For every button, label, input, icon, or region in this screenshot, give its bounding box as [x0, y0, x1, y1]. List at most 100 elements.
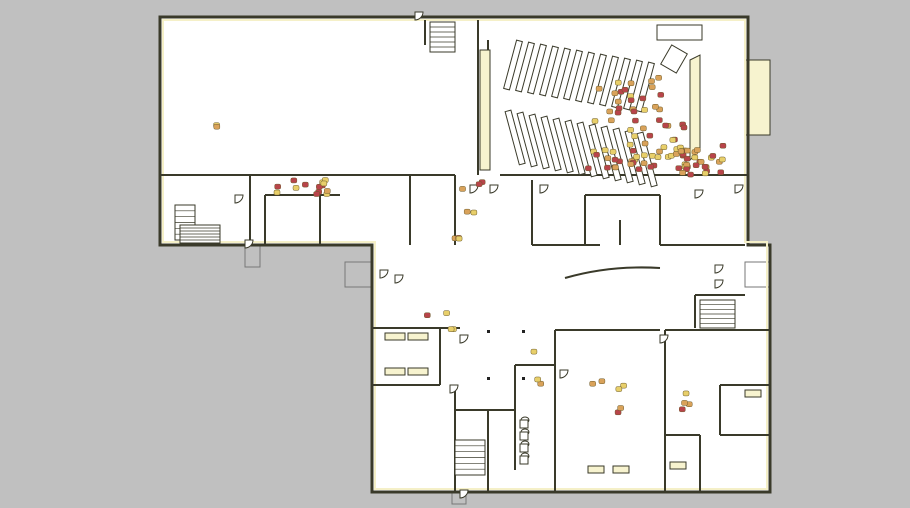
agent-icon: [683, 155, 691, 162]
agent-icon: [611, 156, 619, 163]
pew-icon: [515, 41, 535, 93]
desk-icon: [612, 465, 630, 474]
door-icon: [559, 369, 569, 379]
door-icon: [459, 334, 469, 344]
pew-icon: [504, 109, 526, 166]
pew-icon: [576, 121, 598, 178]
pew-icon: [563, 49, 583, 101]
agent-icon: [627, 97, 635, 103]
agent-icon: [717, 169, 725, 176]
agent-icon: [684, 147, 691, 154]
reception-counter: [564, 266, 661, 279]
agent-icon: [647, 164, 655, 170]
agent-icon: [632, 117, 639, 124]
furniture: [174, 21, 762, 476]
agent-icon: [593, 152, 600, 158]
agent-icon: [680, 124, 688, 131]
agent-icon: [530, 348, 538, 355]
piano-icon: [660, 44, 688, 74]
agent-icon: [639, 95, 647, 102]
desk-icon: [587, 465, 605, 474]
agent-icon: [475, 181, 483, 187]
agent-icon: [655, 74, 662, 81]
partition: [479, 49, 491, 171]
pillar: [522, 377, 525, 380]
agent-icon: [274, 183, 281, 190]
agent-icon: [630, 108, 638, 115]
agent-icon: [692, 162, 700, 168]
desk-icon: [384, 367, 406, 376]
agent-icon: [633, 154, 640, 160]
agent-icon: [694, 147, 701, 153]
agent-icon: [677, 148, 685, 155]
agent-icon: [702, 170, 709, 177]
door-icon: [489, 184, 499, 194]
agent-icon: [447, 326, 455, 332]
toilet-icon: [519, 455, 529, 465]
agent-icon: [627, 161, 635, 167]
agent-icon: [606, 108, 613, 115]
agent-icon: [654, 154, 662, 160]
agent-icon: [629, 148, 637, 154]
door-icon: [459, 489, 469, 499]
door-icon: [414, 11, 424, 21]
pew-icon: [552, 117, 574, 174]
desk-icon: [407, 332, 429, 341]
desk-icon: [669, 461, 687, 470]
agent-icon: [273, 189, 281, 196]
pew-icon: [527, 43, 547, 95]
pillar: [487, 377, 490, 380]
agent-icon: [657, 92, 665, 98]
agent-icon: [719, 156, 726, 163]
agent-icon: [443, 310, 450, 316]
agent-icon: [612, 164, 619, 171]
door-icon: [714, 279, 724, 289]
agent-icon: [640, 160, 648, 166]
pew-icon: [539, 45, 559, 97]
agent-icon: [640, 125, 647, 132]
agent-icon: [313, 191, 320, 197]
agent-icon: [646, 132, 654, 139]
agent-icon: [302, 181, 309, 188]
pew-icon: [528, 113, 550, 170]
agent-icon: [424, 312, 431, 318]
agent-icon: [292, 185, 300, 191]
agent-icon: [213, 123, 221, 130]
floor-outline: [160, 17, 770, 492]
agent-icon: [459, 186, 466, 192]
pew-icon: [516, 111, 538, 168]
agent-icon: [324, 188, 331, 194]
agent-icon: [660, 144, 668, 150]
pew-icon: [587, 53, 607, 105]
agent-icon: [615, 386, 623, 392]
agent-icon: [615, 79, 622, 86]
agent-icon: [687, 171, 694, 178]
stage-wall: [689, 54, 701, 162]
agent-icon: [648, 84, 656, 90]
desk-icon: [407, 367, 429, 376]
agent-icon: [641, 152, 648, 159]
agent-icon: [621, 86, 629, 93]
entry-porch: [244, 244, 261, 268]
agent-icon: [620, 382, 627, 389]
agent-icon: [585, 165, 592, 172]
agent-icon: [697, 159, 705, 165]
agent-icon: [641, 140, 649, 147]
exterior-wall: [158, 15, 772, 494]
door-icon: [379, 269, 389, 279]
agent-icon: [652, 104, 659, 110]
pillar: [522, 330, 525, 333]
agent-icon: [611, 90, 619, 96]
agent-icon: [290, 177, 298, 184]
pew-icon: [612, 127, 634, 184]
walls: [158, 11, 772, 499]
desk-icon: [384, 332, 406, 341]
agent-icon: [598, 378, 606, 384]
agent-icon: [669, 137, 677, 143]
agent-icon: [691, 154, 699, 161]
agent-icon: [604, 155, 612, 161]
door-icon: [244, 239, 254, 249]
pew-icon: [503, 39, 523, 91]
agent-icon: [320, 180, 328, 187]
